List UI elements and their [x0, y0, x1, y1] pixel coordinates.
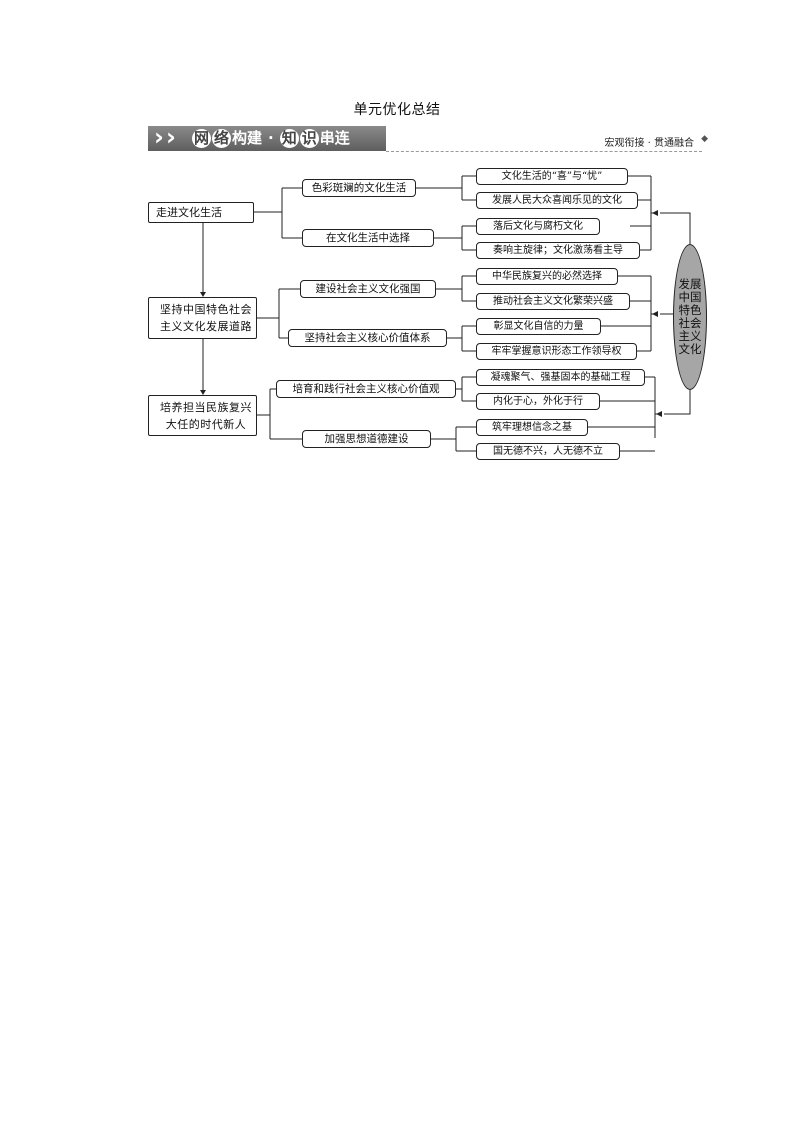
concept-node-main: 培养担当民族复兴大任的时代新人 [148, 395, 257, 436]
concept-node-sub: 色彩斑斓的文化生活 [302, 179, 416, 197]
banner-char: 网 [192, 129, 211, 148]
banner-dot: · [268, 129, 274, 147]
concept-node-leaf: 筑牢理想信念之基 [476, 419, 588, 436]
concept-node-leaf: 彰显文化自信的力量 [476, 318, 601, 335]
banner-char: 识 [299, 129, 319, 148]
banner-title: 网络构建 · 知识串连 [192, 126, 350, 151]
banner-char: 知 [279, 129, 299, 148]
banner-text: 构建 [232, 129, 263, 147]
connector [434, 225, 476, 251]
connector [431, 426, 476, 452]
concept-node-leaf: 国无德不兴，人无德不立 [476, 443, 620, 460]
concept-node-leaf: 发展人民大众喜闻乐见的文化 [476, 192, 638, 209]
concept-node-sub: 坚持社会主义核心价值体系 [288, 329, 447, 347]
connector [436, 275, 476, 302]
arrow-left-icon [652, 311, 658, 317]
banner-char: 络 [212, 129, 231, 148]
connector [660, 212, 691, 244]
arrow-down-icon [200, 390, 206, 395]
chevron-right-icon: › [166, 123, 176, 151]
concept-node-main: 坚持中国特色社会主义文化发展道路 [148, 297, 257, 339]
banner-bar [148, 126, 386, 151]
arrow-left-icon [656, 411, 662, 417]
connector [628, 175, 658, 251]
concept-node-leaf: 牢牢掌握意识形态工作领导权 [476, 343, 637, 360]
connector [664, 390, 691, 415]
diamond-icon: ◆ [701, 134, 708, 144]
concept-node-leaf: 推动社会主义文化繁荣兴盛 [476, 293, 630, 310]
concept-node-leaf: 中华民族复兴的必然选择 [476, 268, 618, 285]
core-concept-ellipse: 发展中国特色社会主义文化 [673, 244, 707, 390]
concept-node-sub: 在文化生活中选择 [302, 229, 434, 247]
page-title: 单元优化总结 [353, 102, 441, 118]
connector [588, 376, 662, 452]
connector [257, 288, 300, 339]
banner-subtitle: 宏观衔接 · 贯通融合 [604, 138, 694, 149]
connector [601, 275, 658, 352]
concept-node-leaf: 凝魂聚气、强基固本的基础工程 [476, 369, 645, 386]
concept-node-sub: 培育和践行社会主义核心价值观 [276, 380, 456, 398]
chevron-right-icon: › [154, 123, 164, 151]
connector [257, 388, 302, 440]
connector [456, 376, 476, 402]
ellipse-label: 发展中国特色社会主义文化 [678, 277, 702, 356]
connector [416, 175, 476, 201]
arrow-down-icon [200, 292, 206, 297]
concept-node-leaf: 文化生活的“喜”与“忧” [476, 168, 628, 185]
concept-node-leaf: 内化于心，外化于行 [476, 393, 600, 410]
connector [254, 187, 302, 239]
concept-node-main: 走进文化生活 [148, 202, 254, 223]
section-banner: › › 网络构建 · 知识串连 宏观衔接 · 贯通融合 ◆ [148, 124, 710, 154]
concept-node-sub: 建设社会主义文化强国 [300, 280, 436, 298]
arrow-left-icon [652, 210, 658, 216]
banner-divider [386, 151, 702, 152]
concept-node-leaf: 落后文化与腐朽文化 [476, 218, 600, 235]
connector [447, 325, 476, 352]
concept-node-leaf: 奏响主旋律；文化激荡看主导 [476, 242, 640, 259]
banner-text: 串连 [319, 129, 350, 147]
concept-node-sub: 加强思想道德建设 [302, 430, 431, 448]
